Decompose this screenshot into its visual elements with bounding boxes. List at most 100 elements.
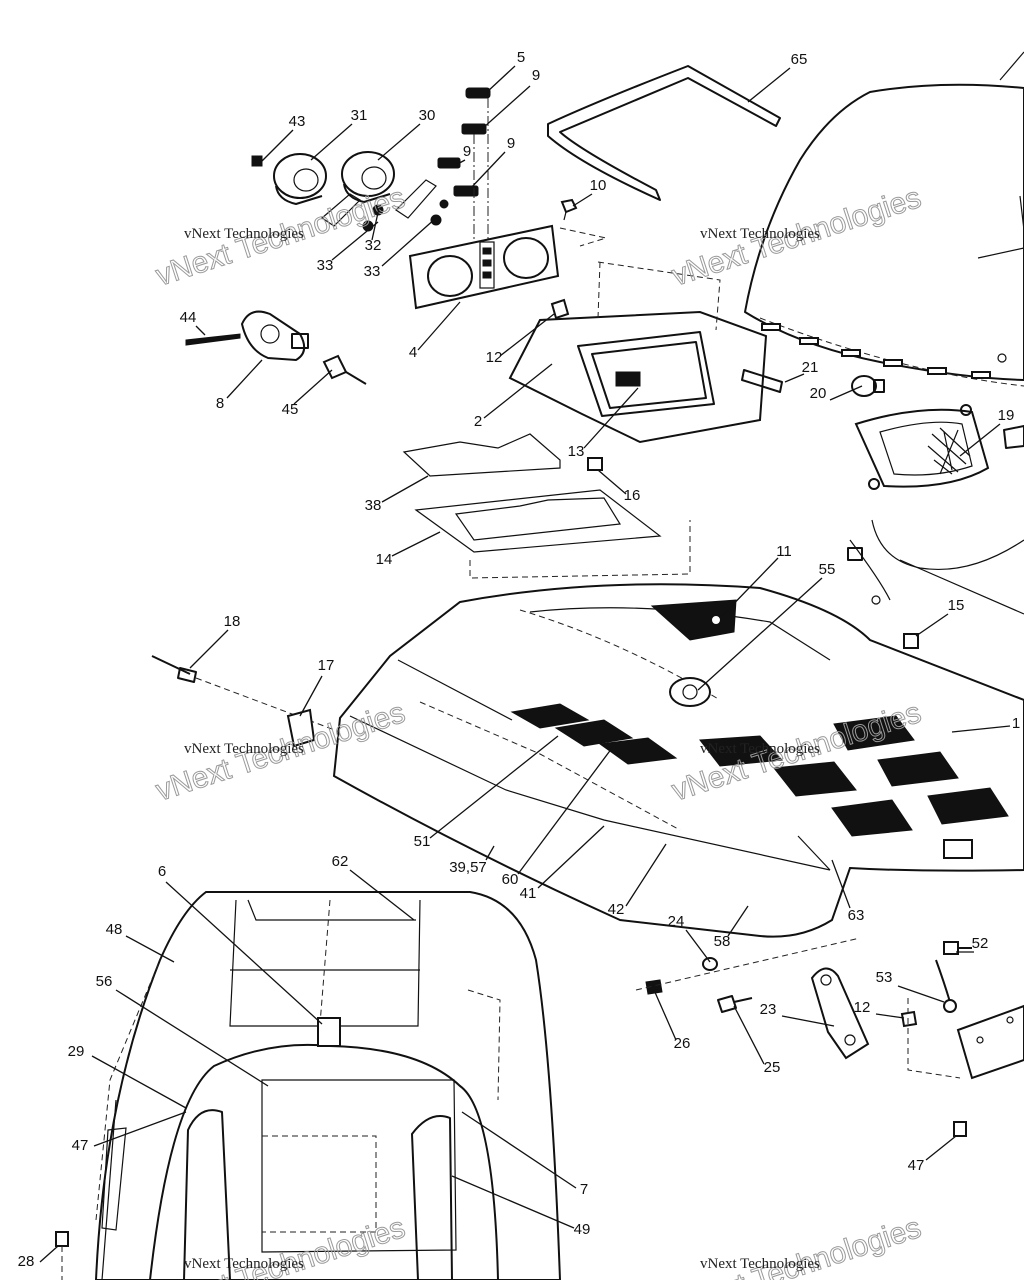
callout-number: 65 (791, 51, 808, 68)
callout-leader-line (115, 989, 269, 1087)
tray-14 (414, 489, 662, 553)
watermark-label: vNext Technologies (184, 1256, 304, 1272)
callout-leader-line (583, 387, 639, 449)
windshield (744, 51, 1024, 387)
nut-26 (645, 979, 663, 995)
callout-number: 2 (474, 413, 482, 430)
switch-pin-44 (185, 333, 241, 346)
callout-leader-line (331, 221, 379, 261)
callout-leader-line (195, 325, 206, 336)
callout-number: 63 (848, 907, 865, 924)
callout-number: 6 (158, 863, 166, 880)
callout-number: 20 (810, 385, 827, 402)
callout-number: 10 (590, 177, 607, 194)
callout-number: 30 (419, 107, 436, 124)
callout-leader-line (429, 735, 559, 839)
windshield-trim-strip (547, 65, 781, 201)
pad-38 (402, 433, 561, 477)
callout-number: 49 (574, 1221, 591, 1238)
watermark-label: vNext Technologies (184, 741, 304, 757)
windshield-vent-slots (761, 323, 991, 379)
callout-leader-line (483, 363, 553, 419)
callout-number: 19 (998, 407, 1015, 424)
callout-number: 53 (876, 969, 893, 986)
callout-number: 28 (18, 1253, 35, 1270)
callout-number: 43 (289, 113, 306, 130)
callout-number: 18 (224, 613, 241, 630)
callout-number: 23 (760, 1001, 777, 1018)
callout-leader-line (897, 985, 945, 1003)
headlight-lens-19 (854, 404, 1024, 490)
hinge-23 (810, 967, 870, 1060)
screw-10 (560, 198, 578, 221)
callout-number: 58 (714, 933, 731, 950)
bolt-21 (741, 369, 783, 393)
callout-number: 9 (532, 67, 540, 84)
screw-11 (710, 614, 722, 626)
callout-leader-line (391, 531, 441, 557)
callout-number: 29 (68, 1043, 85, 1060)
callout-number: 56 (96, 973, 113, 990)
screw-16 (587, 457, 603, 471)
screw-47-right (953, 1121, 967, 1137)
watermark-label: vNext Technologies (184, 226, 304, 242)
callout-number: 62 (332, 853, 349, 870)
callout-number: 52 (972, 935, 989, 952)
callout-number: 16 (624, 487, 641, 504)
callout-number: 42 (608, 901, 625, 918)
watermark-label: vNext Technologies (700, 1256, 820, 1272)
callout-leader-line (685, 929, 711, 963)
callout-leader-line (93, 1111, 187, 1147)
callout-leader-line (453, 159, 466, 167)
headlight-wiring (847, 519, 1024, 615)
callout-leader-line (829, 385, 863, 401)
callout-number: 38 (365, 497, 382, 514)
callout-number: 13 (568, 443, 585, 460)
callout-leader-line (625, 843, 667, 907)
callout-leader-line (461, 1111, 577, 1189)
callout-number: 12 (486, 349, 503, 366)
headlight-switch (240, 310, 309, 362)
callout-leader-line (719, 557, 779, 619)
callout-number: 47 (908, 1157, 925, 1174)
callout-number: 48 (106, 921, 123, 938)
clip-12 (550, 298, 570, 320)
instrument-panel (408, 224, 608, 310)
callout-leader-line (597, 469, 627, 495)
callout-leader-line (784, 373, 805, 383)
callout-leader-line (517, 747, 613, 875)
hood (332, 583, 1024, 938)
callout-leader-line (781, 1015, 835, 1027)
callout-number: 51 (414, 833, 431, 850)
callout-leader-line (377, 123, 421, 161)
callout-leader-line (91, 1055, 187, 1109)
callout-leader-line (951, 725, 1011, 733)
console (508, 261, 768, 444)
screw-15 (903, 633, 919, 649)
callout-leader-line (486, 65, 516, 93)
callout-number: 47 (72, 1137, 89, 1154)
dimmer-plug-45 (322, 354, 367, 385)
callout-leader-line (925, 1135, 957, 1161)
callout-leader-line (293, 369, 333, 405)
callout-number: 31 (351, 107, 368, 124)
callout-leader-line (189, 629, 229, 669)
callout-leader-line (39, 1245, 59, 1263)
gauge-tachometer (273, 153, 327, 205)
callout-leader-line (451, 1175, 575, 1229)
callout-number: 26 (674, 1035, 691, 1052)
callout-leader-line (915, 613, 949, 637)
callout-leader-line (381, 217, 437, 267)
callout-number: 9 (507, 135, 515, 152)
callout-leader-line (537, 825, 605, 889)
callout-number: 8 (216, 395, 224, 412)
callout-leader-line (653, 989, 677, 1041)
bolt-25 (717, 995, 753, 1013)
callout-leader-line (485, 845, 495, 861)
callout-number: 24 (668, 913, 685, 930)
callout-number: 25 (764, 1059, 781, 1076)
callout-leader-line (482, 85, 531, 129)
gauge-bulb (251, 155, 263, 167)
callout-leader-line (733, 1005, 765, 1065)
